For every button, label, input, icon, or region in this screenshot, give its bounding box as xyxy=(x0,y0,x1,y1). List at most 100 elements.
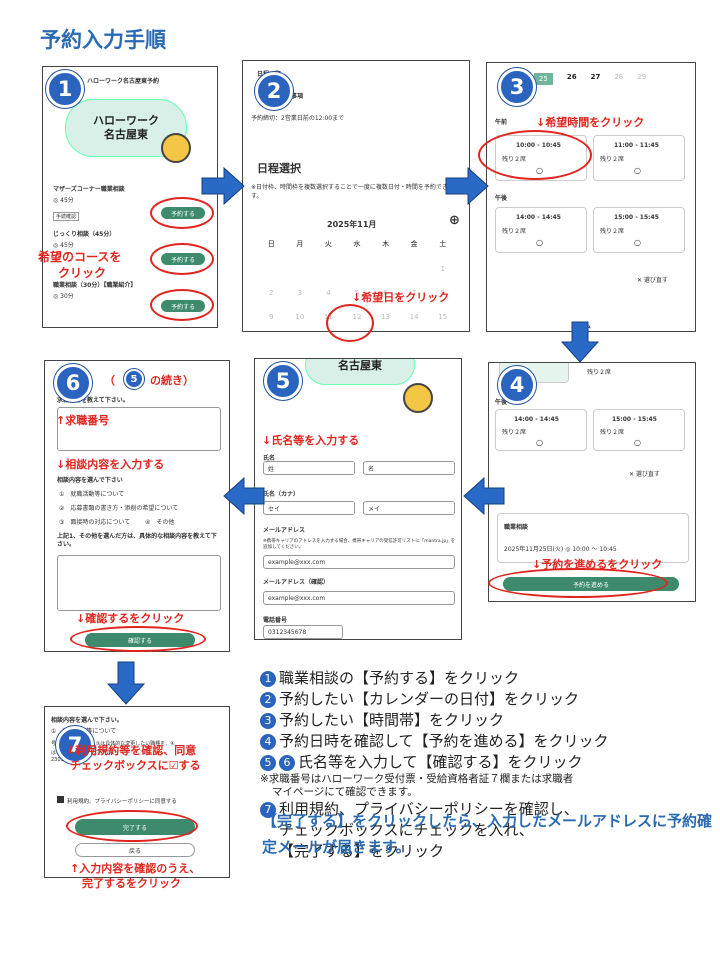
question-2: 相談内容を選んで下さい xyxy=(57,477,123,484)
pm-label: 午後 xyxy=(495,195,508,202)
highlight-oval xyxy=(488,568,668,598)
job-number-input[interactable] xyxy=(57,407,221,451)
annotation: ↓希望日をクリック xyxy=(352,291,450,304)
highlight-oval xyxy=(326,304,374,342)
slot-2[interactable]: 11:00 - 11:45 残り２席 ○ xyxy=(593,135,685,181)
deadline: 予約締切：2営業日前の12:00まで xyxy=(251,115,345,122)
kana-label: 氏名（カナ） xyxy=(263,491,300,498)
reselect-button[interactable]: ✕ 選び直す xyxy=(637,277,668,284)
remain-label: 残り２席 xyxy=(587,369,612,376)
course-2-title: じっくり相談（45分） xyxy=(53,231,116,238)
annotation: クリック xyxy=(58,266,107,280)
arrow-down-icon xyxy=(560,321,600,363)
step-badge-2: 2 xyxy=(255,72,293,110)
arrow-left-icon xyxy=(223,476,265,516)
question-1: 求職番号を教えて下さい。 xyxy=(57,397,129,404)
mail-confirm-input[interactable]: example@xxx.com xyxy=(263,591,455,605)
slot-pm-2[interactable]: 15:00 - 15:45 残り２席 ○ xyxy=(593,409,685,451)
sei-input[interactable]: 姓 xyxy=(263,461,355,475)
pm-label: 午後 xyxy=(495,399,508,406)
annotation: の続き） xyxy=(150,374,194,387)
mei-input[interactable]: 名 xyxy=(363,461,455,475)
description: ※日付枠、時間枠を複数選択することで一度に複数日付・時間を予約できます。 xyxy=(251,184,454,200)
tel-input[interactable]: 0312345678 xyxy=(263,625,343,639)
annotation: ↑求職番号 xyxy=(56,414,110,427)
section-title: 日程選択 xyxy=(257,162,301,175)
option-4[interactable]: ④ その他 xyxy=(145,519,175,526)
annotation: チェックボックスに☑する xyxy=(70,759,201,772)
arrow-right-icon xyxy=(445,166,489,206)
annotation: ↓利用規約等を確認、同意 xyxy=(66,744,197,757)
final-message: 【完了する】をクリックしたら、入力したメールアドレスに予約確定メールが届きます。 xyxy=(262,812,713,856)
arrow-left-icon xyxy=(463,476,505,516)
app-header: ハローワーク名古屋東予約 xyxy=(87,78,160,85)
highlight-oval xyxy=(150,243,214,275)
step-badge-1: 1 xyxy=(46,70,84,108)
mei-kana-input[interactable]: メイ xyxy=(363,501,455,515)
annotation: （ xyxy=(104,374,115,387)
annotation: ↓氏名等を入力する xyxy=(262,434,360,447)
month-label: 2025年11月 xyxy=(327,220,377,229)
step-badge-4: 4 xyxy=(498,366,536,404)
slot-4[interactable]: 15:00 - 15:45 残り２席 ○ xyxy=(593,207,685,253)
option-1[interactable]: ① 就職活動等について xyxy=(59,491,125,498)
agree-checkbox[interactable] xyxy=(57,796,64,803)
slot-pm-1[interactable]: 14:00 - 14:45 残り２席 ○ xyxy=(495,409,587,451)
detail-textarea[interactable] xyxy=(57,555,221,611)
mail-input[interactable]: example@xxx.com xyxy=(263,555,455,569)
screenshot-5: 名古屋東 氏名 姓 名 氏名（カナ） セイ メイ メールアドレス ※携帯キャリア… xyxy=(254,358,462,640)
note: マイページにて確認できます。 xyxy=(272,786,418,798)
annotation: ↓希望時間をクリック xyxy=(536,116,645,129)
course-2-time: ◎ 45分 xyxy=(53,242,74,249)
annotation: 希望のコースを xyxy=(38,250,122,264)
tel-label: 電話番号 xyxy=(263,617,288,624)
option-2[interactable]: ② 応募書類の書き方・添削の希望について xyxy=(59,505,179,512)
info-text: 23015- xyxy=(51,757,69,763)
mascot-icon xyxy=(161,133,191,163)
arrow-right-icon xyxy=(201,166,245,206)
slot-3[interactable]: 14:00 - 14:45 残り２席 ○ xyxy=(495,207,587,253)
mascot-icon xyxy=(403,383,433,413)
annotation: ↑入力内容を確認のうえ、 xyxy=(70,862,201,875)
course-1-time: ◎ 45分 xyxy=(53,197,74,204)
name-label: 氏名 xyxy=(263,455,276,462)
sei-kana-input[interactable]: セイ xyxy=(263,501,355,515)
reselect-button[interactable]: ✕ 選び直す xyxy=(629,471,660,478)
annotation: 完了するをクリック xyxy=(82,877,181,890)
highlight-oval xyxy=(150,289,214,321)
office-bubble: ハローワーク 名古屋東 xyxy=(65,99,187,157)
option-3[interactable]: ③ 面接時の対応について xyxy=(59,519,131,526)
mail-note: ※携帯キャリアのアドレスを入力する場合、携帯キャリアの受信許可リストに「mant… xyxy=(263,539,456,550)
mail-confirm-label: メールアドレス（確認） xyxy=(263,579,330,586)
back-button[interactable]: 戻る xyxy=(75,843,195,857)
step-badge-6: 6 xyxy=(54,364,92,402)
course-1-tag: 手続確認 xyxy=(53,212,80,221)
arrow-down-icon xyxy=(106,661,146,705)
highlight-oval xyxy=(66,810,198,842)
step-badge-7: 7 xyxy=(56,726,94,764)
highlight-oval xyxy=(150,197,214,229)
course-3-title: 職業相談（30分）【職業紹介】 xyxy=(53,282,137,289)
note: ※求職番号はハローワーク受付票・受給資格者証７欄または求職者 xyxy=(260,773,574,785)
agree-label: 利用規約、プライバシーポリシーに同意する xyxy=(67,799,177,805)
mail-label: メールアドレス xyxy=(263,527,306,534)
info-text: 号を教えて下さい。③は具体的な変更したい職種を、④ xyxy=(51,741,175,747)
step-badge-5: 5 xyxy=(264,362,302,400)
step-badge-5-small: 5 xyxy=(124,369,144,389)
highlight-oval xyxy=(478,130,592,180)
question-3: 上記1、その他を選んだ方は、具体的な相談内容を教えて下さい。 xyxy=(57,533,217,548)
next-month-icon[interactable]: ⊕ xyxy=(449,213,460,228)
annotation: ↓確認するをクリック xyxy=(76,612,185,625)
course-1-title: マザーズコーナー職業相談 xyxy=(53,186,125,193)
page-title: 予約入力手順 xyxy=(40,28,166,52)
question: 相談内容を選んで下さい。 xyxy=(51,717,123,724)
highlight-oval xyxy=(70,626,206,652)
course-3-time: ◎ 30分 xyxy=(53,293,74,300)
